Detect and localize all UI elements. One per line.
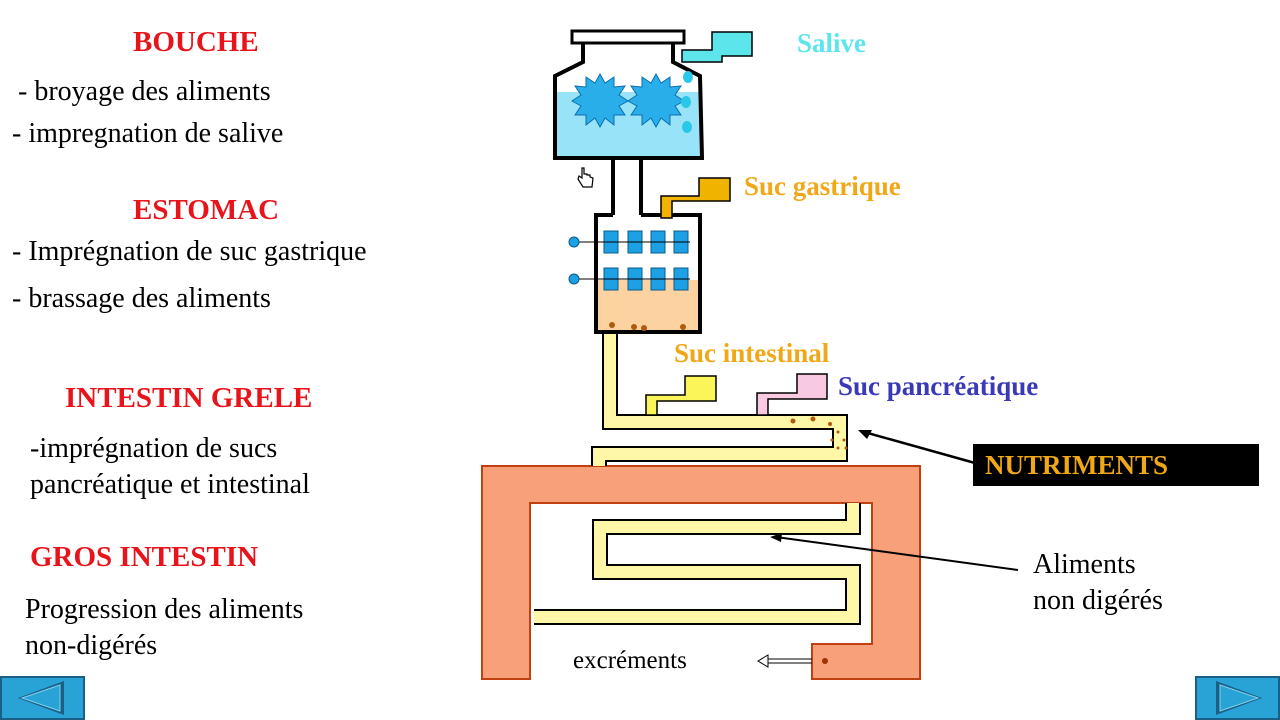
suc-pancreatique-pipe <box>756 373 828 416</box>
excrement-dot <box>822 658 828 664</box>
arrow-right-icon <box>1216 681 1262 715</box>
excrements-arrow <box>757 654 812 668</box>
nutriment-particles <box>790 416 848 450</box>
hand-cursor-icon <box>577 167 594 188</box>
suc-intestinal-label: Suc intestinal <box>674 338 830 368</box>
bouche-title: BOUCHE <box>133 26 259 58</box>
estomac-item-2: - brassage des aliments <box>12 283 271 314</box>
aliments-arrow <box>775 536 1019 571</box>
suc-gastrique-pipe <box>660 177 731 219</box>
suc-intestinal-pipe <box>645 375 717 416</box>
suc-pancreatique-label: Suc pancréatique <box>838 371 1039 401</box>
excrements-label: excréments <box>573 647 687 674</box>
estomac-muscles <box>568 230 690 291</box>
next-slide-button[interactable] <box>1195 676 1280 720</box>
bouche-jar <box>553 29 705 160</box>
estomac-item-1: - Imprégnation de suc gastrique <box>12 236 367 267</box>
arrow-left-icon <box>18 681 64 715</box>
aliments-non-digeres-label-2: non digérés <box>1033 585 1163 616</box>
intestin-grele-title: INTESTIN GRELE <box>65 382 313 414</box>
estomac-title: ESTOMAC <box>133 194 280 226</box>
salive-label: Salive <box>797 28 867 58</box>
nutriments-label: NUTRIMENTS <box>985 450 1169 480</box>
aliments-non-digeres-label-1: Aliments <box>1033 549 1136 580</box>
gros-intestin-title: GROS INTESTIN <box>30 541 259 573</box>
nutriments-arrow <box>863 430 976 465</box>
oesophage <box>611 158 643 215</box>
bouche-item-2: - impregnation de salive <box>12 118 284 149</box>
salive-drops <box>681 71 693 133</box>
intestin-grele-item-1: -imprégnation de sucs <box>30 433 278 464</box>
gros-intestin-shape <box>481 465 921 680</box>
intestin-grele-tube <box>534 334 861 625</box>
grinder-gear-icon <box>571 72 685 129</box>
previous-slide-button[interactable] <box>0 676 85 720</box>
gros-intestin-item-2: non-digérés <box>25 630 158 661</box>
bouche-item-1: - broyage des aliments <box>18 76 271 107</box>
nutriments-box <box>973 444 1259 486</box>
intestin-grele-item-2: pancréatique et intestinal <box>30 469 310 500</box>
suc-gastrique-label: Suc gastrique <box>744 171 901 201</box>
gros-intestin-item-1: Progression des aliments <box>25 594 304 625</box>
salive-pipe <box>681 31 753 63</box>
